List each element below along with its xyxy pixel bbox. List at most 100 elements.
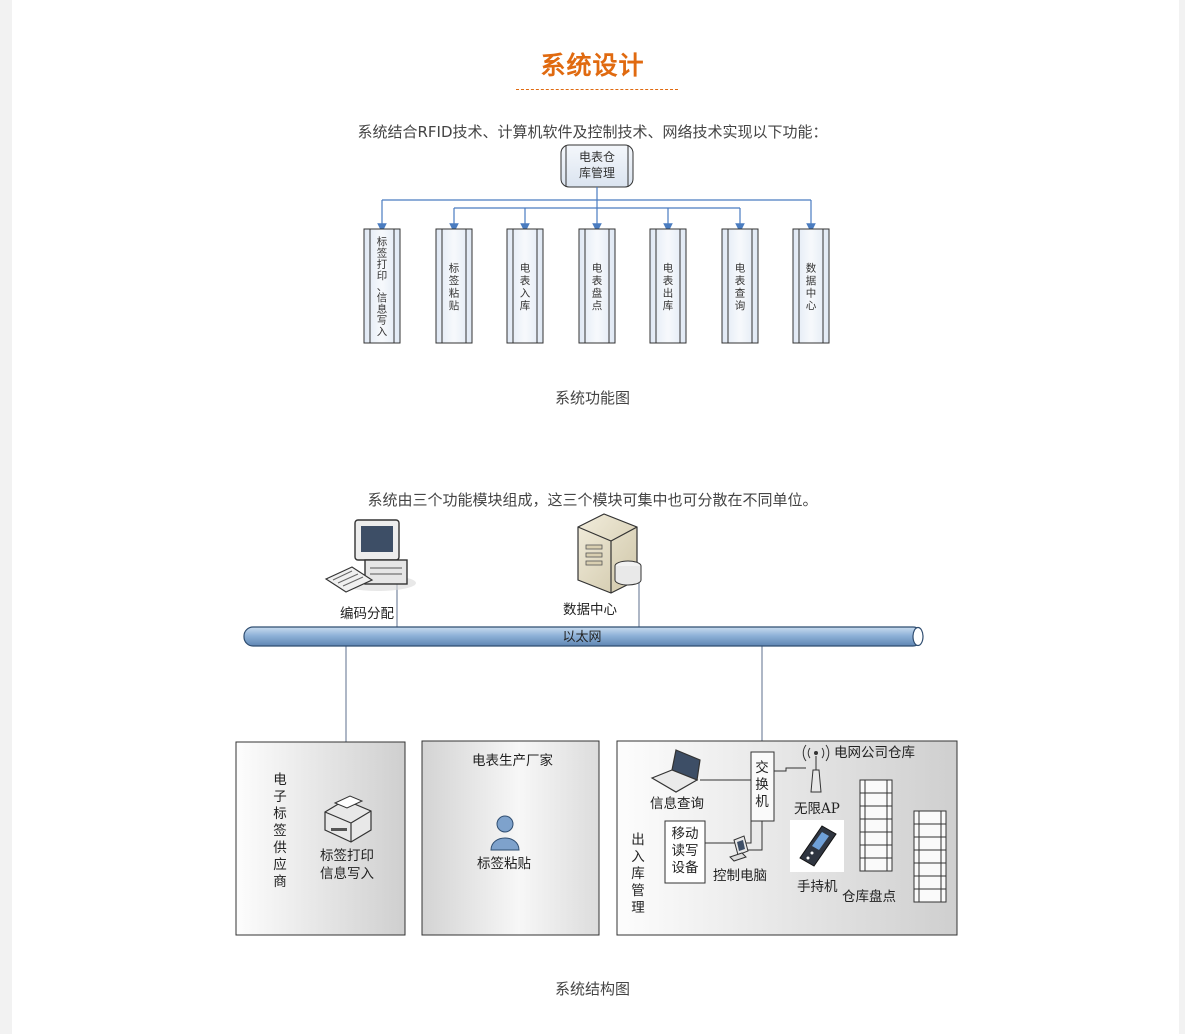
warehouse-inventory-label: 仓库盘点: [842, 888, 896, 905]
panel-meter-manufacturer: 电表生产厂家 标签粘贴: [421, 740, 600, 936]
function-box-3-char: 入: [520, 287, 531, 299]
function-box-2: 标签粘贴: [435, 228, 473, 344]
structure-intro-text: 系统由三个功能模块组成，这三个模块可集中也可分散在不同单位。: [367, 491, 818, 509]
function-box-5-char: 出: [663, 286, 674, 299]
function-box-4-char: 表: [592, 274, 603, 287]
function-box-2-char: 标: [449, 262, 460, 274]
mobile-reader-box: [664, 820, 706, 884]
function-box-7: 数据中心: [792, 228, 830, 344]
function-box-1-char: 签: [377, 246, 388, 259]
function-box-6-char: 电: [735, 261, 746, 274]
info-query-label: 信息查询: [650, 795, 704, 812]
function-box-1-char: 信: [377, 292, 388, 304]
io-management-char-3: 库: [631, 866, 645, 882]
label-paste-label: 标签粘贴: [477, 855, 531, 872]
function-box-6-char: 查: [735, 286, 746, 299]
function-box-5-char: 电: [663, 261, 674, 274]
root-node-line-2: 库管理: [579, 165, 615, 180]
io-management-char-1: 出: [631, 832, 645, 848]
panel-tag-supplier-title-char: 电: [273, 772, 287, 788]
function-box-6-char: 询: [735, 299, 746, 312]
function-box-1-char: 、: [377, 281, 388, 293]
switch-label-2: 换: [755, 777, 769, 793]
function-box-1-char: 印: [377, 270, 388, 282]
function-connectors: [377, 187, 816, 233]
io-management-char-5: 理: [631, 900, 645, 916]
label-print-line-1: 标签打印: [320, 847, 374, 864]
root-node-line-1: 电表仓: [579, 150, 615, 164]
function-box-1-char: 入: [377, 326, 388, 338]
panel-grid-warehouse: 电网公司仓库 信息查询 交 换 机 无限AP: [616, 740, 958, 936]
function-box-7-char: 数: [806, 261, 817, 274]
function-box-4-char: 盘: [592, 286, 603, 299]
laptop-icon: [650, 749, 701, 793]
user-icon: [490, 815, 520, 851]
handheld-terminal-icon: [790, 820, 844, 872]
mobile-reader-line-2: 读写: [672, 843, 699, 859]
function-box-7-char: 据: [806, 274, 817, 287]
function-box-6-char: 表: [735, 274, 746, 287]
label-print-line-2: 信息写入: [320, 865, 374, 882]
function-box-1-char: 打: [377, 258, 388, 271]
io-management-char-4: 管: [631, 883, 645, 899]
function-box-1-char: 写: [377, 315, 388, 327]
wireless-ap-label: 无限AP: [794, 801, 840, 817]
function-box-3-char: 表: [520, 274, 531, 287]
shelf-icon: [913, 810, 947, 903]
panel-tag-supplier-title-char: 签: [273, 822, 287, 839]
panel-tag-supplier-title-char: 子: [273, 789, 287, 805]
function-box-1: 标签打印、信息写入: [363, 228, 401, 344]
panel-grid-warehouse-title: 电网公司仓库: [834, 745, 915, 761]
encoding-allocation-label: 编码分配: [340, 606, 394, 622]
panel-tag-supplier-title-char: 应: [273, 856, 287, 873]
title-underline: [516, 89, 678, 90]
panel-tag-supplier-title-char: 供: [273, 840, 287, 856]
panel-meter-manufacturer-title: 电表生产厂家: [472, 752, 553, 769]
switch-label-3: 机: [755, 794, 769, 810]
handheld-label: 手持机: [797, 879, 838, 895]
server-icon: [577, 513, 642, 594]
function-box-1-char: 标: [377, 236, 388, 248]
label-printer-icon: [324, 795, 372, 843]
control-pc-label: 控制电脑: [713, 868, 767, 884]
wireless-ap-icon: [802, 744, 830, 793]
mobile-reader-line-3: 设备: [672, 859, 700, 876]
shelf-icon: [859, 779, 893, 872]
desktop-computer-icon: [324, 519, 416, 593]
data-center-label: 数据中心: [563, 602, 617, 618]
panel-tag-supplier-title-char: 标: [273, 806, 287, 822]
function-box-7-char: 中: [806, 286, 817, 299]
function-box-5-char: 表: [663, 274, 674, 287]
io-management-char-2: 入: [631, 849, 645, 865]
ethernet-label: 以太网: [562, 630, 601, 645]
function-box-2-char: 签: [449, 274, 460, 287]
function-box-4-char: 点: [592, 300, 603, 312]
root-node: 电表仓 库管理: [560, 144, 634, 188]
control-pc-icon: [729, 835, 749, 862]
function-box-2-char: 粘: [449, 286, 460, 299]
function-box-7-char: 心: [806, 300, 817, 312]
ethernet-bus: 以太网: [243, 626, 924, 647]
functions-intro-text: 系统结合RFID技术、计算机软件及控制技术、网络技术实现以下功能：: [357, 123, 828, 141]
right-page-margin: [1179, 0, 1185, 1034]
structure-caption: 系统结构图: [554, 980, 630, 998]
function-box-4-char: 电: [592, 261, 603, 274]
left-page-margin: [0, 0, 12, 1034]
function-box-5-char: 库: [663, 299, 674, 312]
mobile-reader-line-1: 移动: [672, 826, 699, 842]
function-box-3-char: 电: [520, 261, 531, 274]
section-title: 系统设计: [540, 51, 645, 80]
function-box-2-char: 贴: [449, 299, 460, 312]
function-box-3-char: 库: [520, 299, 531, 312]
functions-caption: 系统功能图: [554, 389, 630, 407]
panel-tag-supplier-title-char: 商: [273, 874, 287, 890]
function-box-1-char: 息: [377, 302, 388, 315]
